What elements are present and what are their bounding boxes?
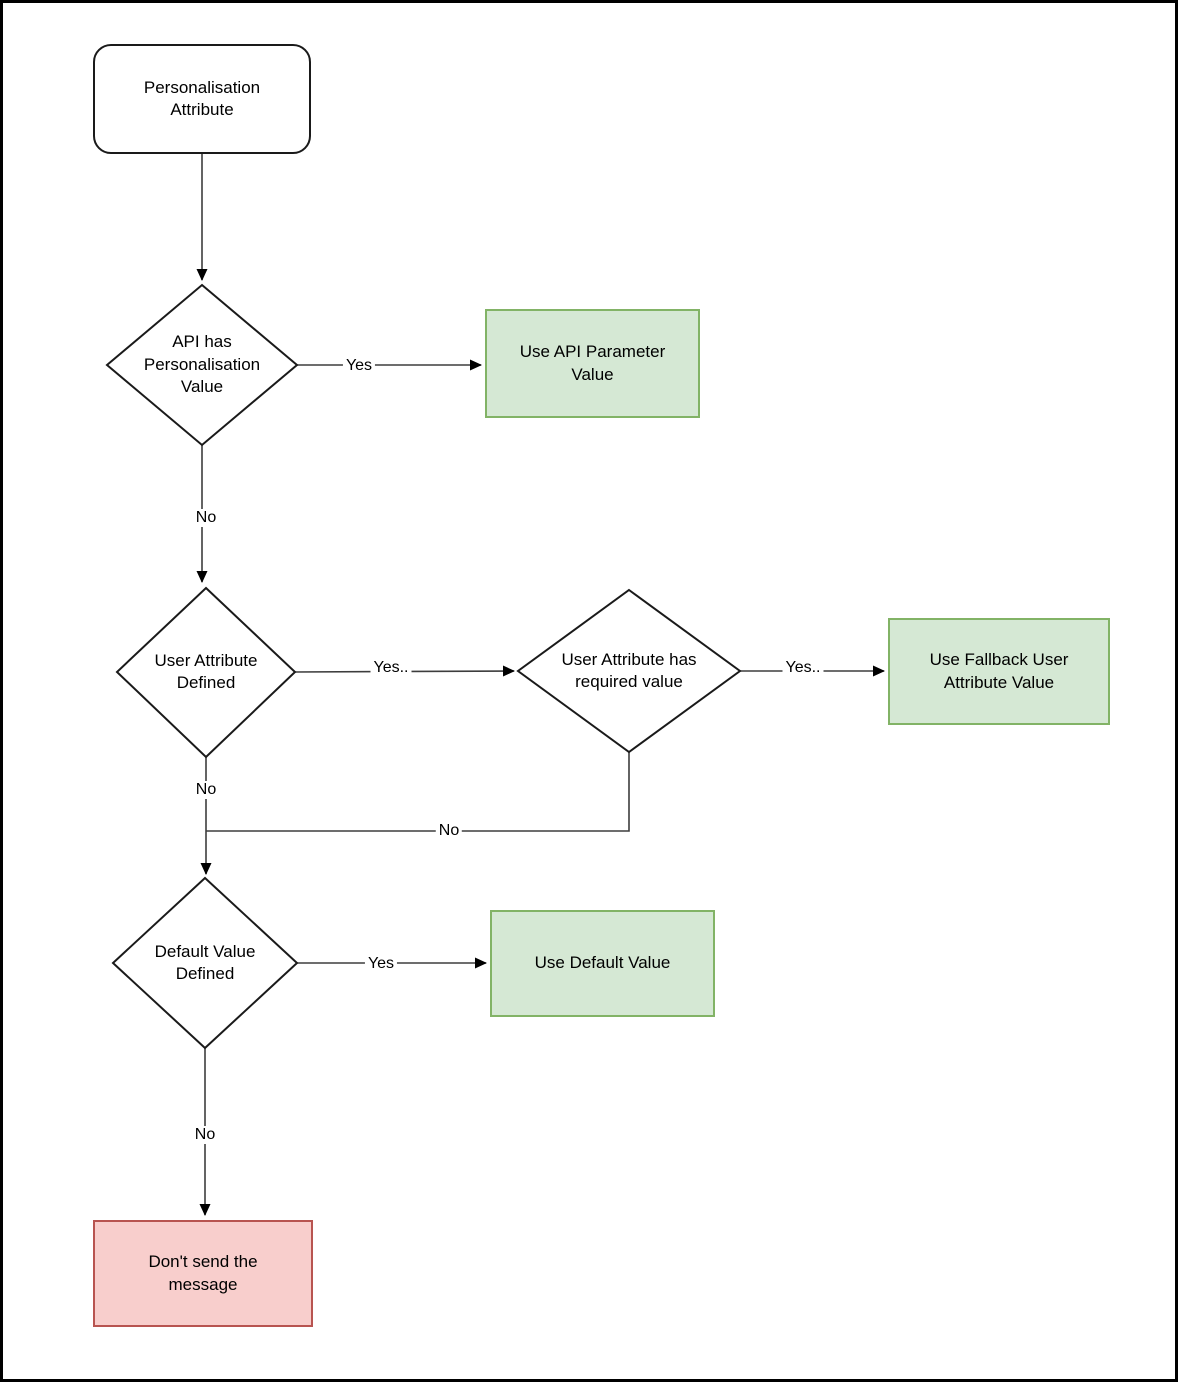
outcome-fallback-box: Use Fallback User Attribute Value xyxy=(888,618,1110,725)
edge-label-api-yes: Yes xyxy=(342,357,376,375)
start-node-label: Personalisation Attribute xyxy=(143,77,261,119)
decision-required-value-diamond xyxy=(516,588,742,754)
edge-label-required-yes: Yes.. xyxy=(782,659,824,677)
flowchart-shapes-layer xyxy=(105,154,885,1216)
decision-user-attr-diamond xyxy=(115,586,297,759)
edge-label-default-yes: Yes xyxy=(364,955,398,973)
decision-api-diamond xyxy=(105,283,299,447)
decision-user-attr-label: User Attribute Defined xyxy=(154,650,258,692)
outcome-default-box: Use Default Value xyxy=(490,910,715,1017)
decision-api-label: API has Personalisation Value xyxy=(143,332,261,397)
edge-label-api-no: No xyxy=(192,509,220,527)
decision-default-label: Default Value Defined xyxy=(154,941,256,983)
edge-label-user-attr-no: No xyxy=(192,781,220,799)
outcome-api-box: Use API Parameter Value xyxy=(485,309,700,418)
outcome-default-label: Use Default Value xyxy=(534,953,671,973)
start-node: Personalisation Attribute xyxy=(93,44,311,154)
outcome-fallback-label: Use Fallback User Attribute Value xyxy=(929,650,1069,692)
edge-label-default-no: No xyxy=(191,1126,219,1144)
edge-label-user-attr-yes: Yes.. xyxy=(370,659,412,677)
outcome-dont-send-label: Don't send the message xyxy=(148,1252,258,1294)
outcome-dont-send-box: Don't send the message xyxy=(93,1220,313,1327)
edge-required-no xyxy=(206,752,630,832)
edge-label-required-no: No xyxy=(435,822,463,840)
outcome-api-label: Use API Parameter Value xyxy=(519,342,666,384)
decision-required-value-label: User Attribute has required value xyxy=(561,649,697,691)
decision-default-diamond xyxy=(111,876,299,1050)
